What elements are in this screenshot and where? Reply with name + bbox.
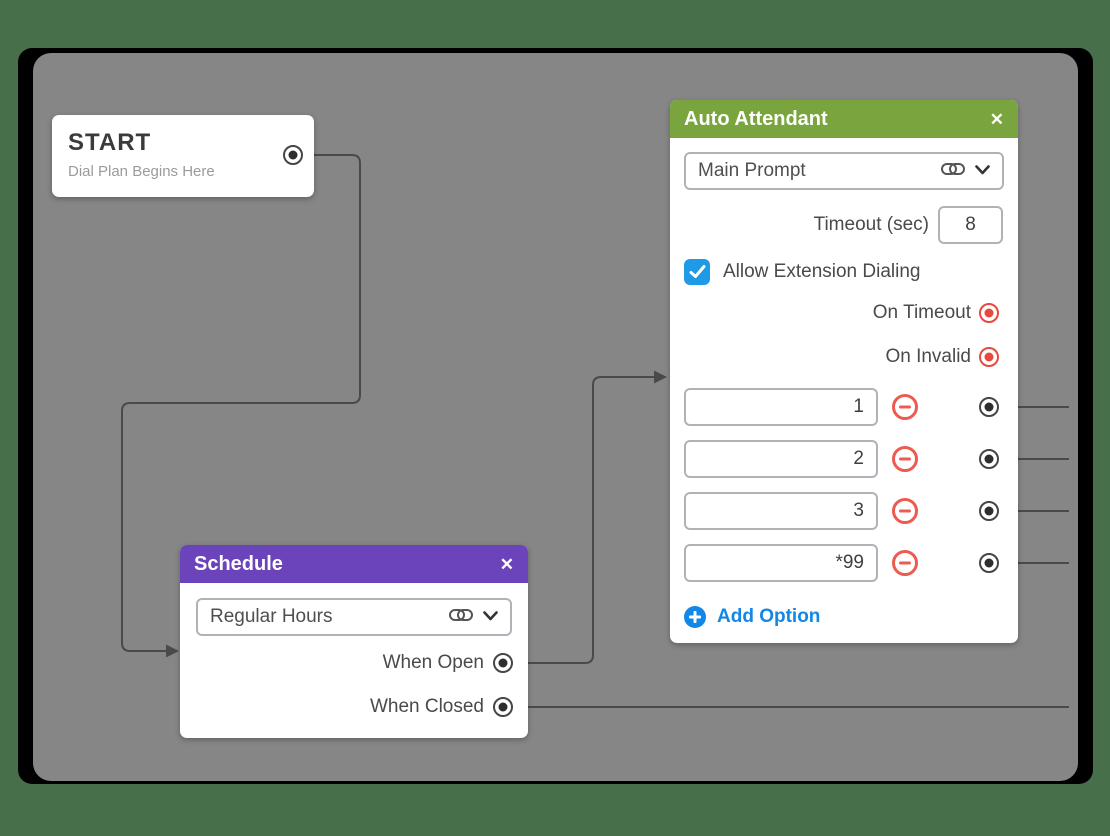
add-option-button[interactable]: Add Option: [670, 604, 1018, 630]
start-node[interactable]: START Dial Plan Begins Here: [52, 115, 314, 197]
timeout-input[interactable]: [938, 206, 1003, 244]
on-invalid-row: On Invalid: [670, 343, 1018, 371]
option-1-port[interactable]: [979, 397, 999, 417]
schedule-node-title: Schedule: [194, 552, 283, 575]
option-input-1[interactable]: [684, 388, 878, 426]
link-icon: [941, 162, 965, 180]
on-timeout-label: On Timeout: [872, 302, 971, 323]
schedule-dropdown[interactable]: Regular Hours: [196, 598, 512, 636]
plus-icon: [684, 606, 706, 628]
when-closed-port[interactable]: [493, 697, 513, 717]
remove-option-icon[interactable]: [892, 394, 918, 420]
option-input-2[interactable]: [684, 440, 878, 478]
option-row: [670, 544, 1018, 582]
option-row: [670, 440, 1018, 478]
remove-option-icon[interactable]: [892, 498, 918, 524]
option-input-3[interactable]: [684, 492, 878, 530]
schedule-node[interactable]: Schedule ✕ Regular Hours When Open When …: [180, 545, 528, 738]
start-node-subtitle: Dial Plan Begins Here: [68, 163, 215, 180]
when-open-label: When Open: [382, 652, 484, 673]
link-icon: [449, 608, 473, 626]
option-row: [670, 388, 1018, 426]
chevron-down-icon: [483, 608, 498, 626]
option-row: [670, 492, 1018, 530]
on-invalid-label: On Invalid: [885, 346, 971, 367]
allow-extension-label: Allow Extension Dialing: [723, 261, 921, 282]
auto-attendant-node-header[interactable]: Auto Attendant ✕: [670, 100, 1018, 138]
main-prompt-dropdown[interactable]: Main Prompt: [684, 152, 1004, 190]
remove-option-icon[interactable]: [892, 550, 918, 576]
chevron-down-icon: [975, 162, 990, 180]
option-3-port[interactable]: [979, 501, 999, 521]
option-input-star99[interactable]: [684, 544, 878, 582]
option-2-port[interactable]: [979, 449, 999, 469]
add-option-label: Add Option: [717, 606, 821, 627]
on-timeout-port[interactable]: [979, 303, 999, 323]
on-invalid-port[interactable]: [979, 347, 999, 367]
schedule-node-header[interactable]: Schedule ✕: [180, 545, 528, 583]
timeout-label: Timeout (sec): [813, 214, 929, 235]
close-icon[interactable]: ✕: [989, 109, 1004, 129]
allow-extension-checkbox[interactable]: [684, 259, 710, 285]
schedule-dropdown-value: Regular Hours: [210, 606, 333, 627]
when-open-port[interactable]: [493, 653, 513, 673]
close-icon[interactable]: ✕: [499, 554, 514, 574]
start-node-title: START: [68, 129, 152, 156]
remove-option-icon[interactable]: [892, 446, 918, 472]
schedule-output-row-when-open: When Open: [180, 649, 528, 677]
timeout-row: Timeout (sec): [670, 206, 1018, 244]
schedule-output-row-when-closed: When Closed: [180, 693, 528, 721]
auto-attendant-node[interactable]: Auto Attendant ✕ Main Prompt Timeout (se…: [670, 100, 1018, 643]
check-icon: [689, 265, 705, 278]
when-closed-label: When Closed: [369, 696, 484, 717]
auto-attendant-node-title: Auto Attendant: [684, 107, 828, 130]
start-output-port[interactable]: [283, 145, 303, 165]
main-prompt-dropdown-value: Main Prompt: [698, 160, 806, 181]
on-timeout-row: On Timeout: [670, 299, 1018, 327]
option-star99-port[interactable]: [979, 553, 999, 573]
allow-extension-row: Allow Extension Dialing: [670, 259, 1018, 285]
